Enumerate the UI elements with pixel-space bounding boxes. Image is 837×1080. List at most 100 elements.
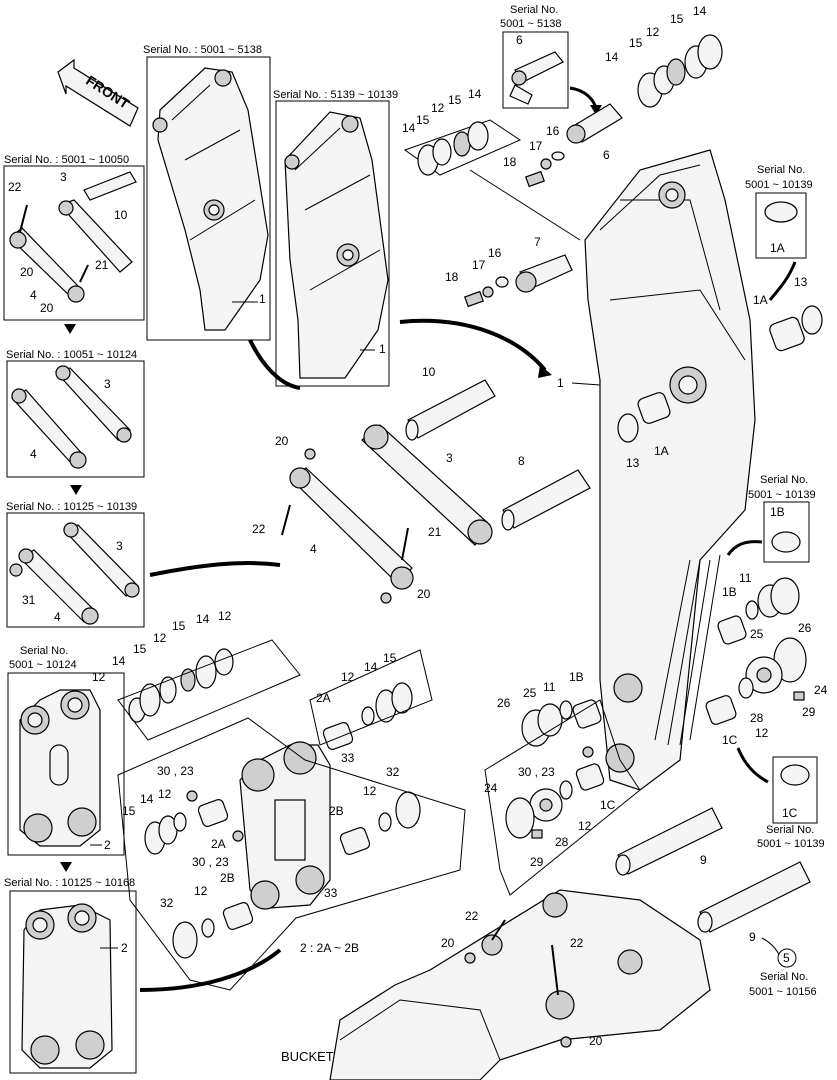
part-30-23-label-b: 30 , 23 — [157, 764, 194, 778]
part-15-label-a: 15 — [629, 36, 643, 50]
part-1-label-main: 1 — [557, 376, 564, 390]
part-12-label-b: 12 — [431, 101, 445, 115]
serial-5001-10139-c-label-2: 5001 ~ 10139 — [757, 838, 825, 850]
part-1B-label-b: 1B — [722, 585, 737, 599]
serial-5001-5138-label: Serial No. : 5001 ~ 5138 — [143, 44, 262, 56]
part-4-label-a: 4 — [30, 288, 37, 302]
part-29-label-a: 29 — [802, 705, 816, 719]
pin-9-upper: 9 — [615, 807, 723, 876]
pin-8: 8 — [501, 454, 591, 531]
part-9-label-a: 9 — [700, 853, 707, 867]
part-24-label-a: 24 — [814, 683, 828, 697]
part-20-label-e: 20 — [441, 936, 455, 950]
pin-10: 10 — [405, 365, 496, 441]
part-10-label-b: 10 — [422, 365, 436, 379]
pin-6-assembly: 6 16 17 18 — [503, 103, 623, 188]
part-1B-label-a: 1B — [770, 505, 785, 519]
part-29-label-b: 29 — [530, 855, 544, 869]
part-28-label-b: 28 — [555, 835, 569, 849]
rings-2A-upper: 2A 12 14 15 — [316, 651, 413, 750]
part-12-label-i: 12 — [158, 787, 172, 801]
rings-1C-left: 30 , 23 1C 12 24 28 29 — [484, 746, 616, 869]
part-16-label-a: 16 — [546, 124, 560, 138]
part-2A-label-a: 2A — [316, 691, 331, 705]
part-14-label-e: 14 — [112, 654, 126, 668]
part-28-label-a: 28 — [750, 711, 764, 725]
part-12-label-k: 12 — [194, 884, 208, 898]
front-arrow: FRONT — [57, 58, 139, 127]
inset-arm-5001-5138: Serial No. : 5001 ~ 5138 1 — [143, 44, 271, 341]
rings-2B-left: 32 12 2B — [160, 871, 254, 959]
part-12-label-d: 12 — [578, 819, 592, 833]
part-10-label-a: 10 — [114, 208, 128, 222]
part-12-label-g: 12 — [218, 609, 232, 623]
serial-5001-10139-a-label-2: 5001 ~ 10139 — [745, 179, 813, 191]
part-25-label-a: 25 — [750, 627, 764, 641]
bushing-1A-right: 1A 13 — [753, 275, 823, 352]
part-22-label-c: 22 — [465, 909, 479, 923]
rings-2A-lower: 30 , 23 12 14 15 2A 30 , 23 — [122, 764, 244, 869]
rings-2B-right: 2B 12 32 — [329, 765, 421, 855]
circled-5-label: 5 — [783, 951, 790, 965]
part-25-label-b: 25 — [523, 686, 537, 700]
main-arm-part-1: 1 — [557, 149, 756, 791]
part-7-label: 7 — [534, 235, 541, 249]
serial-5001-10139-c-label-1: Serial No. — [766, 824, 814, 836]
serial-10125-10168-label: Serial No. : 10125 ~ 10168 — [4, 877, 135, 889]
part-1A-label-c: 1A — [654, 444, 669, 458]
serial-5001-10139-a-label-1: Serial No. — [757, 164, 805, 176]
part-9-label-b: 9 — [749, 930, 756, 944]
part-2A-label-b: 2A — [211, 837, 226, 851]
part-21-label-b: 21 — [428, 525, 442, 539]
part-12-label-a: 12 — [646, 25, 660, 39]
inset-pin6-5001-5138: Serial No. 5001 ~ 5138 6 — [500, 4, 569, 109]
part-14-label-h: 14 — [140, 792, 154, 806]
part-12-label-h: 12 — [341, 670, 355, 684]
part-12-label-f: 12 — [153, 631, 167, 645]
bushing-1A-left: 1A 13 — [617, 392, 671, 470]
bucket: 22 20 22 20 — [329, 889, 711, 1080]
part-22-label-b: 22 — [252, 522, 266, 536]
rings-1B-left: 26 25 11 1B — [497, 670, 602, 747]
part-3-label-c: 3 — [116, 539, 123, 553]
part-26-label-a: 26 — [798, 621, 812, 635]
part-3-label-b: 3 — [104, 377, 111, 391]
link-3: 3 — [361, 424, 493, 546]
part-12-label-j: 12 — [363, 784, 377, 798]
part-17-label-b: 17 — [472, 258, 486, 272]
part-15-label-g: 15 — [383, 651, 397, 665]
rings-top-middle: 14 15 12 15 14 — [402, 87, 522, 176]
part-11-label-a: 11 — [739, 571, 752, 585]
part-22-label-a: 22 — [8, 180, 22, 194]
part-30-23-label-a: 30 , 23 — [518, 765, 555, 779]
part-2-assembly: 33 33 — [239, 741, 355, 910]
part-13-label-b: 13 — [626, 456, 640, 470]
part-15-label-f: 15 — [172, 619, 186, 633]
part-15-label-e: 15 — [133, 642, 147, 656]
part-15-label-h: 15 — [122, 804, 136, 818]
part-31-label: 31 — [22, 593, 36, 607]
part-20-label-c: 20 — [275, 434, 289, 448]
serial-5001-10139-b-label-1: Serial No. — [760, 474, 808, 486]
part-15-label-d: 15 — [448, 93, 462, 107]
part-14-label-c: 14 — [402, 121, 416, 135]
serial-5001-5138-top-range: 5001 ~ 5138 — [500, 18, 561, 30]
part-2-label-b: 2 — [121, 941, 128, 955]
inset-1A-5001-10139: Serial No. 5001 ~ 10139 1A — [745, 164, 813, 259]
part-6-label-a: 6 — [516, 33, 523, 47]
bucket-label: BUCKET — [281, 1049, 334, 1064]
rings-1B-right: 1B 11 25 26 — [717, 571, 812, 645]
part-21-label-a: 21 — [95, 258, 109, 272]
part-18-label-b: 18 — [445, 270, 459, 284]
rings-1C-right: 24 29 28 12 1C — [705, 637, 828, 747]
part-2-label-a: 2 — [104, 838, 111, 852]
part-14-label-f: 14 — [196, 612, 210, 626]
inset-part2-5001-10124: Serial No. 5001 ~ 10124 2 — [7, 645, 125, 856]
part-15-label-b: 15 — [670, 12, 684, 26]
part-3-label-d: 3 — [446, 451, 453, 465]
inset-1B-5001-10139: Serial No. 5001 ~ 10139 1B — [748, 474, 816, 563]
serial-5001-10124-label-a: Serial No. — [20, 645, 68, 657]
part-2B-label-b: 2B — [220, 871, 235, 885]
pin-9-lower: 9 — [697, 861, 811, 944]
part-1B-label-c: 1B — [569, 670, 584, 684]
